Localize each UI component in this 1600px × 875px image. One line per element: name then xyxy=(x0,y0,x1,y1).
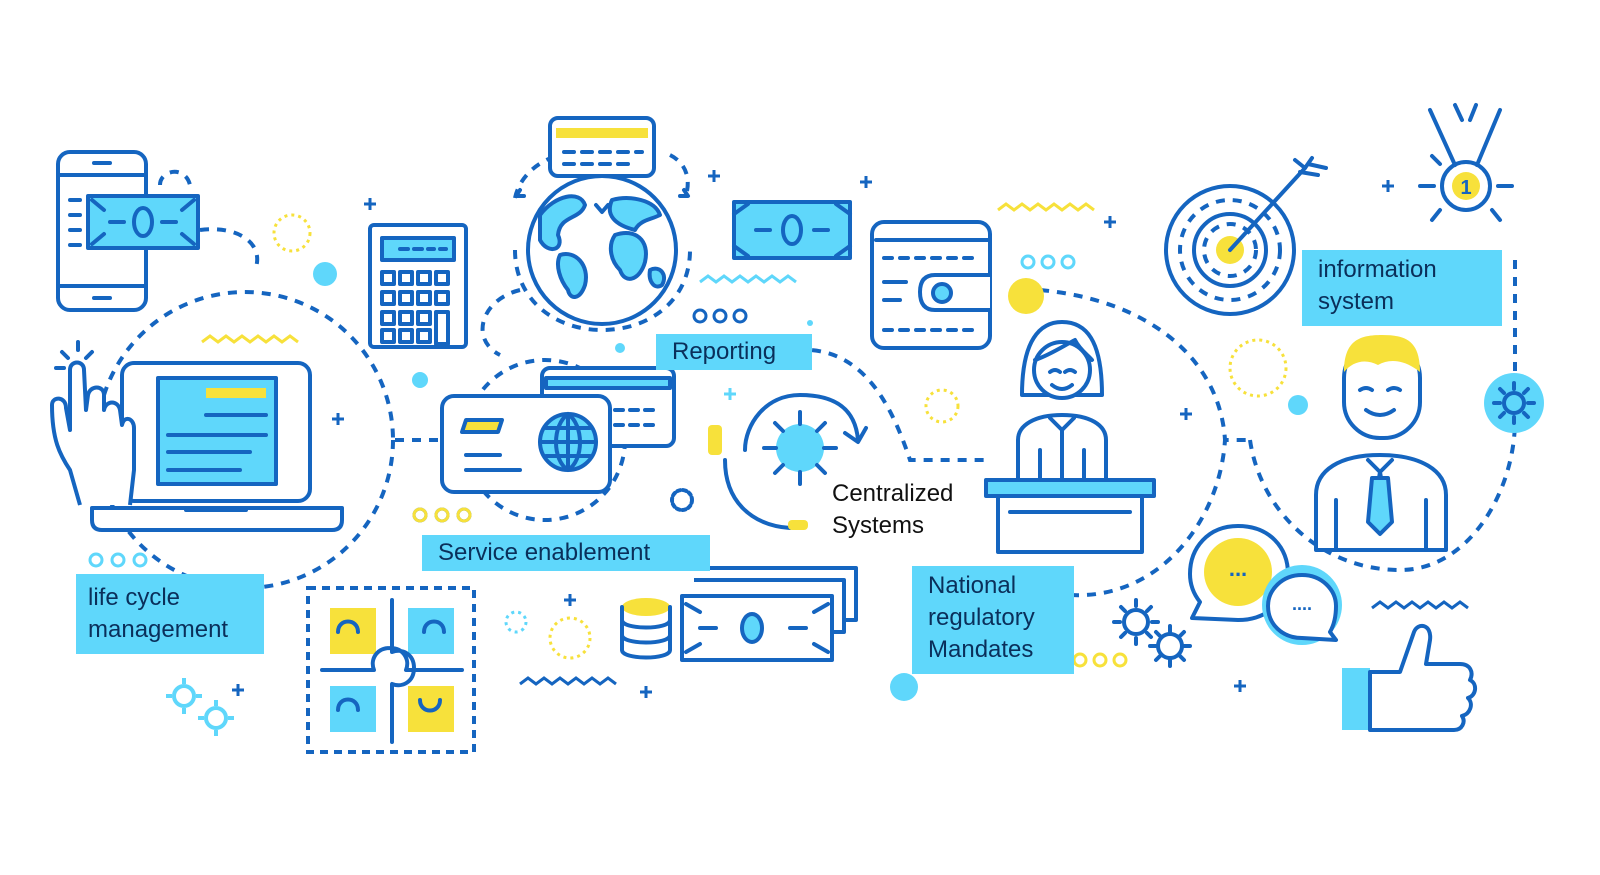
label-reporting: Reporting xyxy=(656,334,812,370)
label-line: management xyxy=(88,616,229,643)
target-icon xyxy=(1164,156,1328,316)
laptop-icon xyxy=(90,361,344,532)
label-line: system xyxy=(1318,288,1395,315)
settings-gear-icon xyxy=(1484,373,1544,433)
label-line: Mandates xyxy=(928,636,1034,663)
speaker-podium-icon xyxy=(984,320,1156,554)
label-centralized-systems: Centralized Systems xyxy=(832,478,992,542)
label-service-enablement: Service enablement xyxy=(422,535,710,571)
globe-icon xyxy=(513,116,692,333)
decorations xyxy=(88,170,1469,701)
medal-icon: 1 xyxy=(1418,103,1514,222)
pointing-hand-icon xyxy=(50,340,136,506)
chat-left-dots: ... xyxy=(1229,556,1247,581)
label-line: life cycle xyxy=(88,584,181,611)
phone-money-icon xyxy=(56,150,200,312)
chat-icon: ... .... xyxy=(1188,524,1342,645)
label-line: Centralized xyxy=(832,480,954,507)
label-line: Reporting xyxy=(672,338,777,365)
medal-digit: 1 xyxy=(1460,177,1471,199)
label-life-cycle-management: life cycle management xyxy=(76,574,264,654)
thumbs-up-icon xyxy=(1342,623,1477,732)
label-line: Systems xyxy=(832,512,925,539)
small-gears-icon xyxy=(166,678,234,736)
wallet-icon xyxy=(870,220,992,350)
label-line: National xyxy=(928,572,1017,599)
label-national-regulatory-mandates: National regulatory Mandates xyxy=(912,566,1074,674)
puzzle-icon xyxy=(306,586,476,754)
label-line: information xyxy=(1318,256,1437,283)
label-line: Service enablement xyxy=(438,539,651,566)
credit-card-icon xyxy=(440,366,676,494)
banknote-icon xyxy=(732,200,852,260)
label-line: regulatory xyxy=(928,604,1035,631)
gears-icon xyxy=(1112,598,1192,668)
chat-right-dots: .... xyxy=(1292,594,1312,614)
gear-cycle-icon xyxy=(708,393,868,530)
cash-stack-icon xyxy=(620,566,858,662)
calculator-icon xyxy=(368,223,468,349)
businessman-icon xyxy=(1314,335,1448,552)
label-information-system: information system xyxy=(1302,250,1502,326)
